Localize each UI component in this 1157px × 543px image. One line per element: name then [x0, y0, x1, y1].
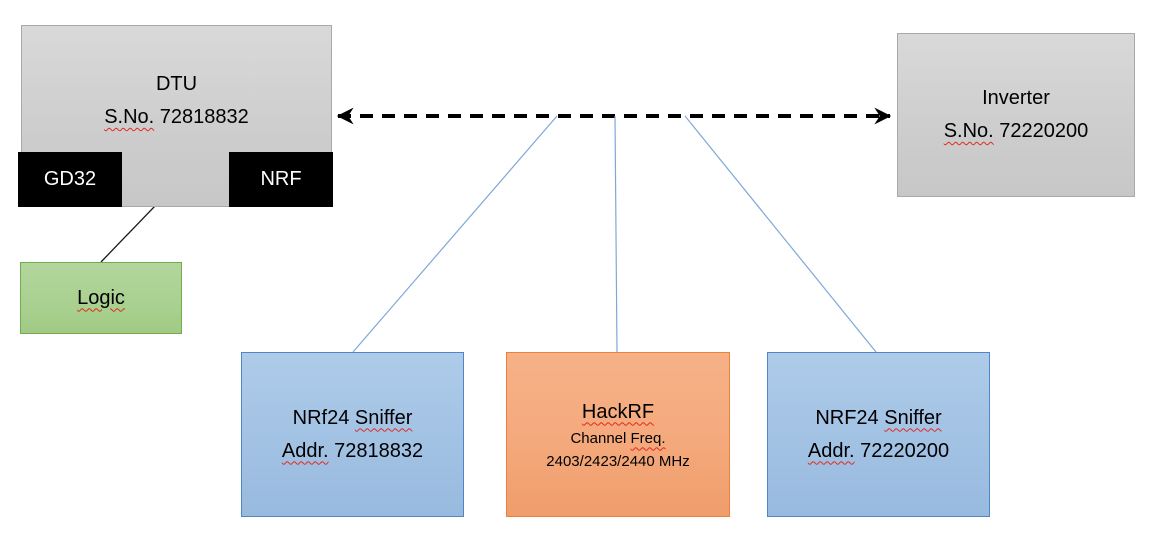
hackrf-freq-label-word2: Freq. [630, 429, 666, 447]
gd32-chip: GD32 [18, 152, 122, 207]
sniffer-left-type: Sniffer [354, 406, 413, 429]
sniffer-right-addr: 72220200 [860, 439, 950, 462]
nrf-chip: NRF [229, 152, 333, 207]
nrf-chip-label: NRF [260, 168, 302, 190]
hackrf-title: HackRF [582, 397, 654, 427]
sniffer-right-type: Sniffer [884, 406, 942, 429]
hackrf-box: HackRF Channel Freq. 2403/2423/2440 MHz [506, 352, 730, 517]
inverter-serial-number: 72220200 [999, 120, 1089, 142]
sniffer-right-addr-line: Addr. 72220200 [808, 435, 949, 468]
dtu-serial-number: 72818832 [159, 106, 249, 128]
sniffer-right-addr-label: Addr. [807, 439, 855, 462]
sniffer-left-name: NRf24 [292, 406, 350, 429]
sniffer-left-box: NRf24 Sniffer Addr. 72818832 [241, 352, 464, 517]
hackrf-tap-line [614, 115, 618, 353]
logic-box: Logic [20, 262, 182, 334]
hackrf-freq-label-word1: Channel [570, 429, 627, 447]
sniffer-left-addr-line: Addr. 72818832 [282, 435, 423, 468]
hackrf-freq-label-line: Channel Freq. [570, 427, 665, 450]
inverter-serial-label: S.No. [943, 120, 994, 142]
inverter-box: Inverter S.No. 72220200 [897, 33, 1135, 197]
inverter-title: Inverter [982, 87, 1050, 109]
inverter-serial-line: S.No. 72220200 [944, 115, 1089, 148]
dtu-title: DTU [155, 73, 198, 95]
sniffer-left-addr: 72818832 [334, 439, 424, 462]
hackrf-frequencies: 2403/2423/2440 MHz [546, 452, 690, 470]
dtu-serial-line: S.No. 72818832 [104, 101, 249, 134]
dtu-serial-label: S.No. [104, 106, 155, 128]
logic-label: Logic [77, 286, 125, 309]
sniffer-left-addr-label: Addr. [281, 439, 329, 462]
sniffer-right-box: NRF24 Sniffer Addr. 72220200 [767, 352, 990, 517]
sniffer-right-tap-line [684, 115, 877, 353]
sniffer-right-name: NRF24 [815, 406, 879, 429]
gd32-chip-label: GD32 [43, 168, 97, 190]
sniffer-right-title: NRF24 Sniffer [815, 402, 941, 435]
sniffer-left-title: NRf24 Sniffer [293, 402, 413, 435]
hackrf-name: HackRF [581, 400, 655, 423]
sniffer-left-tap-line [352, 115, 558, 353]
